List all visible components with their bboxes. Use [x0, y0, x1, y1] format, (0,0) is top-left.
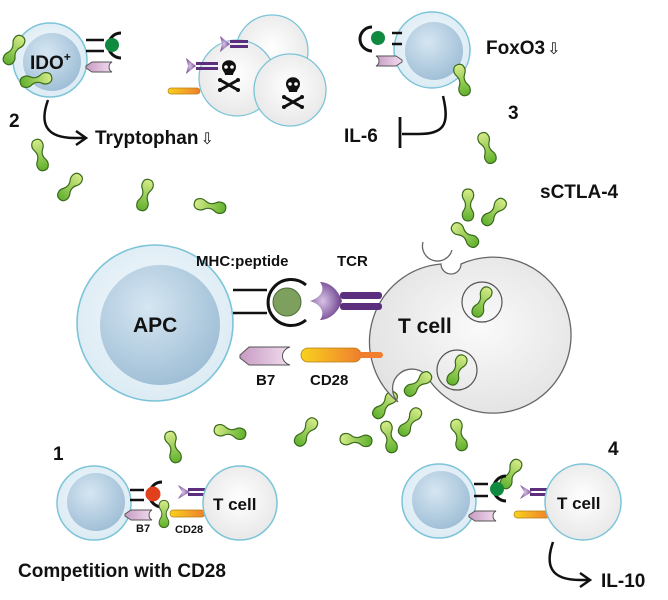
apoptotic-t-cells	[167, 14, 327, 127]
mhc-peptide-label: MHC:peptide	[196, 253, 289, 270]
tcr-receptor	[178, 485, 205, 499]
arrowhead-icon	[579, 571, 593, 589]
cd28-label: CD28	[310, 372, 348, 389]
ido-label: IDO+	[30, 50, 71, 74]
mhc-peptide-complex	[233, 278, 307, 327]
cd28-receptor	[167, 87, 201, 95]
panel-4-il10: 4 T cell IL-10	[401, 439, 645, 592]
b7-receptor	[239, 346, 291, 366]
panel-2-ido: IDO+ 2 Tryptophan⇩	[0, 22, 214, 149]
mhc-green-peptide	[474, 474, 507, 503]
b7-label: B7	[256, 372, 275, 389]
tcell-label: T cell	[557, 494, 600, 513]
apc-cell	[76, 244, 234, 402]
panel-3-foxo3: FoxO3⇩ IL-6 3	[344, 11, 561, 166]
t-cell	[202, 465, 278, 541]
dc-cell	[393, 11, 471, 89]
apc-label: APC	[133, 314, 177, 337]
apc-cell	[56, 465, 132, 541]
b7-receptor	[468, 510, 497, 522]
tcell-label: T cell	[213, 495, 256, 514]
panel-2-number: 2	[9, 111, 20, 132]
cd28-receptor	[169, 509, 206, 518]
mhc-green-peptide	[358, 25, 402, 53]
sctla4-label: sCTLA-4	[540, 182, 619, 203]
apc-cell	[401, 463, 477, 539]
b7-receptor	[85, 61, 113, 73]
cd28-receptor	[300, 347, 383, 363]
tcr-receptor	[520, 485, 548, 499]
mhc-green-peptide	[86, 31, 122, 60]
tryptophan-label: Tryptophan⇩	[95, 128, 214, 149]
cd28-label: CD28	[175, 524, 203, 536]
panel-1-number: 1	[53, 444, 64, 465]
b7-receptor	[124, 509, 153, 521]
panel-4-number: 4	[608, 439, 619, 460]
tryptophan-arrow	[43, 99, 84, 140]
il10-label: IL-10	[601, 571, 645, 592]
cd28-receptor	[513, 510, 551, 519]
endocytosed-sctla4	[401, 368, 435, 400]
foxo3-label: FoxO3⇩	[486, 38, 561, 59]
center-synapse: APC T cell MHC:peptide TCR B7	[76, 241, 572, 414]
panel-3-number: 3	[508, 103, 519, 124]
panel-1-competition: 1 T cell B7 CD28 Competition with CD28	[18, 444, 278, 582]
competition-caption: Competition with CD28	[18, 561, 226, 582]
b7-receptor	[375, 55, 403, 67]
tcell-label: T cell	[398, 315, 452, 338]
bound-sctla4	[158, 499, 170, 529]
t-cell	[368, 241, 572, 414]
il6-label: IL-6	[344, 126, 378, 147]
t-cell	[544, 463, 622, 541]
sctla4-molecule	[475, 130, 499, 166]
mhc-red-peptide	[130, 480, 163, 509]
il10-arrow	[548, 541, 588, 582]
tcr-receptor	[186, 36, 248, 74]
arrowhead-icon	[75, 129, 89, 147]
b7-label: B7	[136, 523, 150, 535]
inhibition-arrow	[402, 95, 447, 136]
tcr-label: TCR	[337, 253, 368, 270]
tcr-complex	[310, 282, 382, 320]
